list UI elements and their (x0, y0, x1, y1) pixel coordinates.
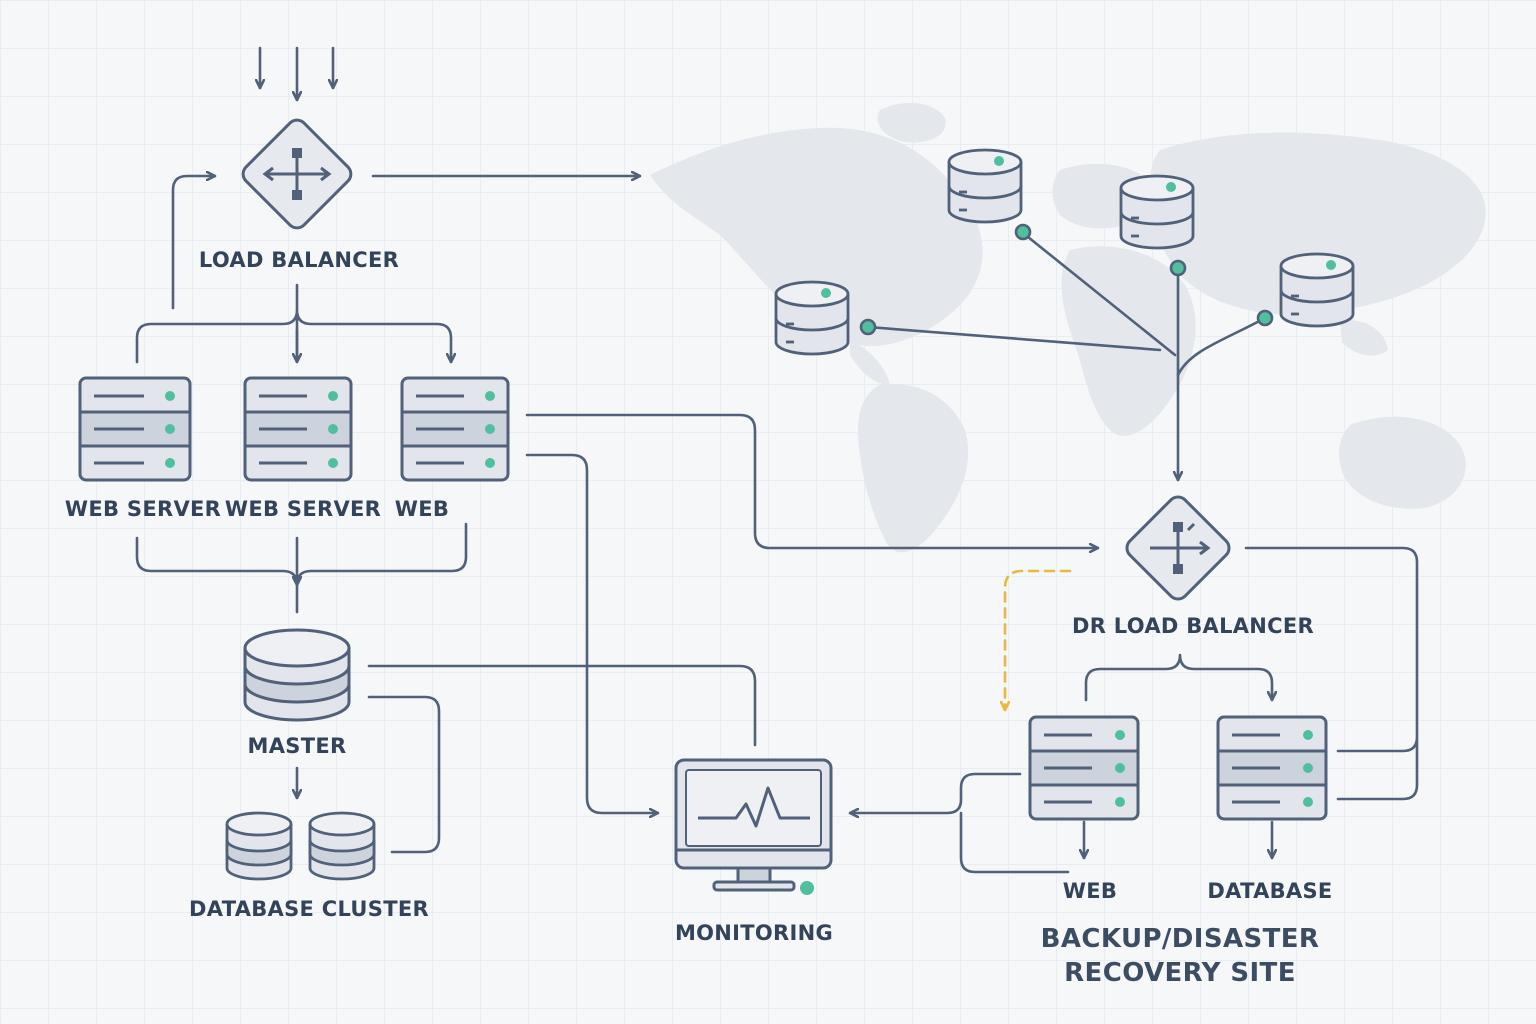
monitor-heartbeat-icon (674, 758, 833, 895)
replica-db-3 (774, 280, 850, 356)
dr-web-label: WEB (1062, 879, 1118, 903)
lb-fanout-connector (135, 283, 451, 362)
replica-db-1 (947, 148, 1023, 224)
dr-site-title-line1: BACKUP/DISASTER (1040, 924, 1320, 954)
map-south-america (857, 384, 969, 553)
map-asia (1150, 132, 1486, 315)
map-central-america (850, 340, 890, 385)
replica-link-dots (859, 223, 1274, 336)
replica-link-4 (1176, 316, 1267, 377)
dr-load-balancer-label: DR LOAD BALANCER (1071, 614, 1315, 638)
web-to-master-connector (135, 522, 468, 614)
dr-web-bypass-connector (959, 811, 1070, 874)
web-server-3-label: WEB (394, 497, 450, 521)
replica-db-4 (1279, 252, 1355, 328)
map-greenland (877, 103, 946, 143)
server-rack-icon (400, 376, 510, 482)
server-rack-icon (1028, 715, 1140, 821)
replica-db-2 (1119, 174, 1195, 250)
database-icon (243, 628, 351, 722)
dr-site-title-line2: RECOVERY SITE (1064, 958, 1296, 988)
master-to-cluster-connector (367, 695, 441, 854)
map-southeast-asia (1340, 319, 1388, 356)
failover-dashed-connector (1005, 569, 1072, 712)
replica-link-3 (866, 325, 1162, 352)
dr-lb-fanout-connector (1084, 653, 1272, 700)
dr-lb-to-db-connector (1244, 546, 1419, 801)
map-australia (1338, 416, 1466, 509)
server-rack-icon (243, 376, 353, 482)
master-to-monitoring-connector (367, 664, 757, 747)
database-icon (308, 811, 376, 881)
web3-to-dr-lb-connector (525, 413, 1100, 548)
web3-to-monitoring-connector (525, 453, 660, 813)
dr-site-title: BACKUP/DISASTER RECOVERY SITE (1041, 922, 1320, 990)
connectors (135, 46, 1419, 874)
web-server-1-label: WEB SERVER (64, 497, 222, 521)
monitoring-label: MONITORING (674, 921, 834, 945)
map-north-america (650, 127, 983, 346)
feedback-loop-connector (171, 176, 217, 310)
web-server-2-label: WEB SERVER (224, 497, 382, 521)
database-cluster-label: DATABASE CLUSTER (189, 897, 429, 921)
server-rack-icon (1216, 715, 1328, 821)
server-rack-icon (78, 376, 192, 482)
dr-load-balancer-diamond-icon (1125, 495, 1231, 601)
load-balancer-diamond-icon (241, 118, 353, 230)
world-map-background (650, 103, 1486, 553)
load-balancer-label: LOAD BALANCER (198, 248, 400, 272)
dr-web-to-monitoring-connector (848, 772, 1022, 813)
database-icon (225, 811, 293, 881)
map-africa (1061, 246, 1196, 436)
master-label: MASTER (247, 734, 347, 758)
replica-link-1 (1021, 231, 1177, 357)
dr-database-label: DATABASE (1207, 879, 1333, 903)
